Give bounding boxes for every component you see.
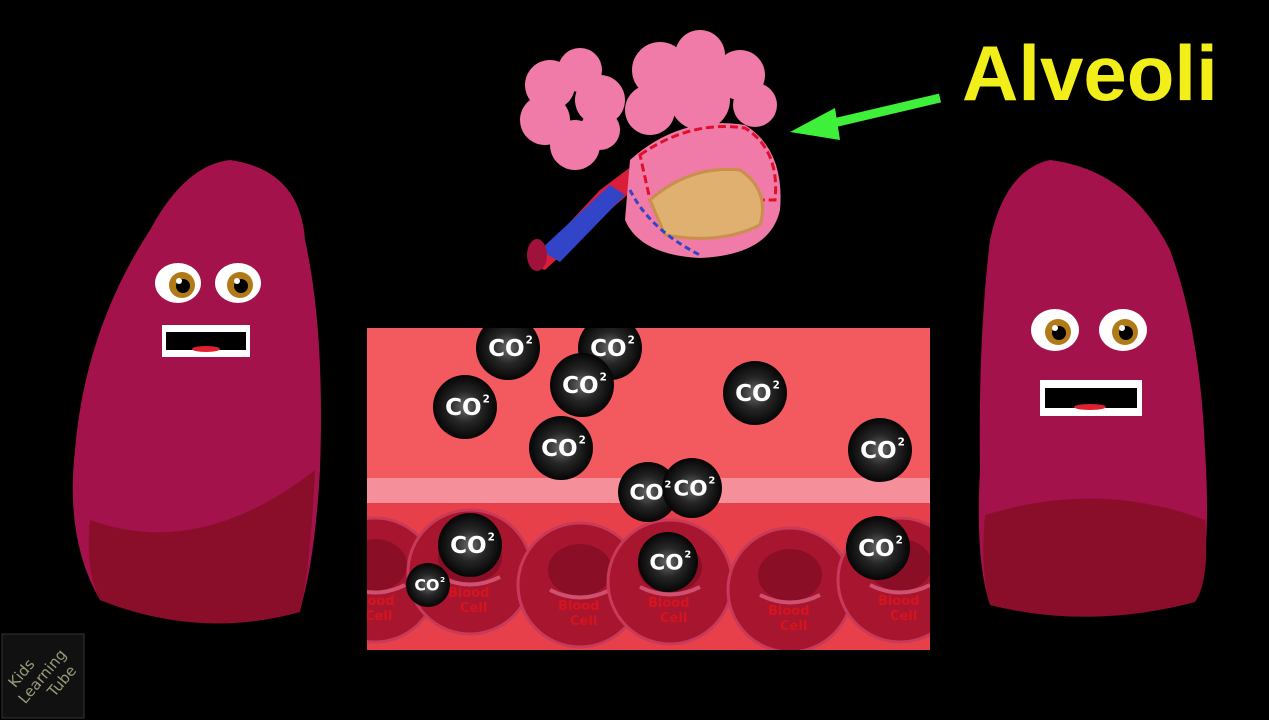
co2-molecules bbox=[406, 328, 912, 607]
blood-cell-label: Blood bbox=[648, 596, 690, 611]
co2-subscript: 2 bbox=[896, 534, 903, 546]
co2-molecule bbox=[476, 328, 540, 380]
co2-molecule bbox=[406, 563, 450, 607]
blood-cell-label: Cell bbox=[890, 609, 917, 624]
co2-molecule bbox=[662, 458, 722, 518]
co2-subscript: 2 bbox=[898, 436, 905, 448]
right-lung-eyes bbox=[1031, 309, 1147, 351]
co2-subscript: 2 bbox=[665, 480, 672, 491]
co2-label: CO bbox=[735, 381, 771, 407]
co2-label: CO bbox=[488, 336, 524, 362]
co2-label: CO bbox=[414, 576, 439, 595]
co2-label: CO bbox=[541, 436, 577, 462]
co2-subscript: 2 bbox=[483, 393, 490, 405]
blood-cell-label: Blood bbox=[353, 594, 395, 609]
co2-label: CO bbox=[649, 551, 683, 576]
co2-subscript: 2 bbox=[440, 575, 445, 584]
kids-learning-tube-logo: Kids Learning Tube bbox=[1, 633, 85, 719]
co2-molecule bbox=[550, 353, 614, 417]
right-lung-character bbox=[978, 160, 1208, 617]
co2-subscript: 2 bbox=[526, 334, 533, 346]
alveoli-illustration bbox=[520, 30, 781, 271]
blood-cell-label: Blood bbox=[878, 594, 920, 609]
co2-subscript: 2 bbox=[488, 531, 495, 543]
co2-molecule bbox=[529, 416, 593, 480]
blood-cell-label: Cell bbox=[660, 611, 687, 626]
left-lung-character bbox=[72, 160, 322, 624]
left-lung-eyes bbox=[155, 263, 261, 303]
co2-label: CO bbox=[860, 438, 896, 464]
co2-molecule bbox=[723, 361, 787, 425]
co2-subscript: 2 bbox=[709, 476, 716, 487]
co2-label: CO bbox=[450, 533, 486, 559]
co2-molecule bbox=[438, 513, 502, 577]
arrow-icon bbox=[790, 93, 942, 140]
co2-subscript: 2 bbox=[685, 550, 692, 561]
blood-cell-label: Cell bbox=[365, 609, 392, 624]
blood-cell-label: Cell bbox=[570, 614, 597, 629]
co2-molecule bbox=[433, 375, 497, 439]
co2-label: CO bbox=[445, 395, 481, 421]
co2-molecule bbox=[638, 532, 698, 592]
co2-label: CO bbox=[590, 336, 626, 362]
co2-molecule bbox=[846, 516, 910, 580]
co2-subscript: 2 bbox=[773, 379, 780, 391]
co2-molecule bbox=[848, 418, 912, 482]
left-lung-mouth bbox=[162, 325, 250, 357]
blood-cell-label: Cell bbox=[780, 619, 807, 634]
co2-molecule bbox=[618, 462, 678, 522]
co2-subscript: 2 bbox=[628, 334, 635, 346]
blood-cell-label: Blood bbox=[558, 599, 600, 614]
co2-label: CO bbox=[562, 373, 598, 399]
blood-cell-label: Blood bbox=[448, 586, 490, 601]
co2-subscript: 2 bbox=[600, 371, 607, 383]
blood-cell-label: Blood bbox=[768, 604, 810, 619]
co2-label: CO bbox=[673, 477, 707, 502]
co2-subscript: 2 bbox=[579, 434, 586, 446]
blood-cell-label: Cell bbox=[460, 601, 487, 616]
alveoli-label: Alveoli bbox=[962, 29, 1218, 117]
co2-label: CO bbox=[858, 536, 894, 562]
right-lung-mouth bbox=[1040, 380, 1142, 416]
co2-label: CO bbox=[629, 481, 663, 506]
